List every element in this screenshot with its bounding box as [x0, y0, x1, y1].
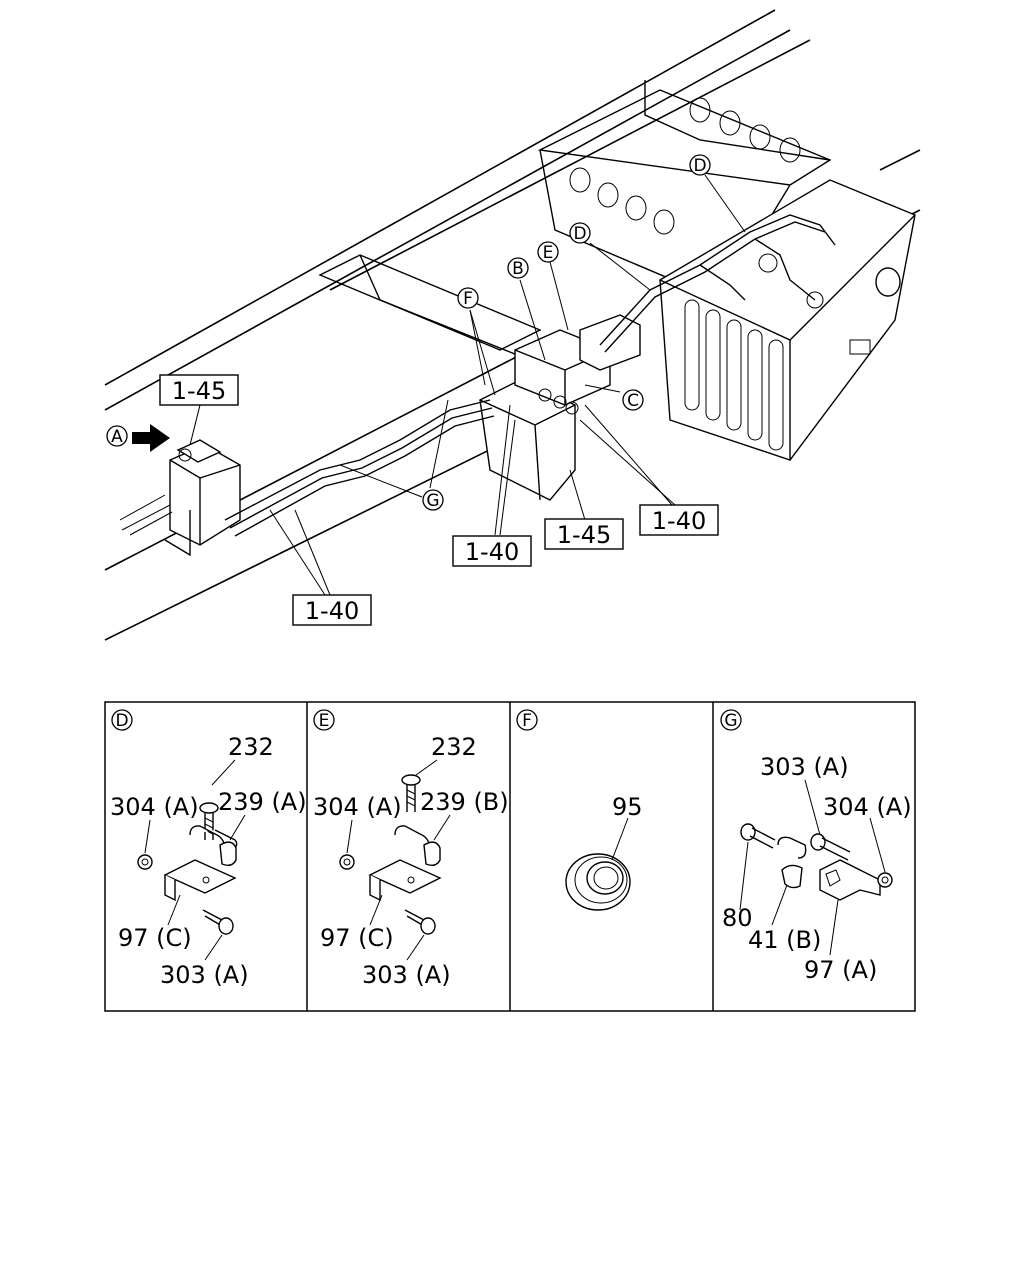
detail-panel-e: E [313, 709, 509, 989]
svg-text:304 (A): 304 (A) [110, 793, 199, 821]
svg-text:97 (A): 97 (A) [804, 956, 877, 984]
svg-text:D: D [115, 711, 128, 731]
bolt-303 [202, 909, 234, 935]
svg-text:97 (C): 97 (C) [118, 924, 192, 952]
bolt-303-e [404, 909, 436, 935]
chassis-view: A B C D D E F G [104, 9, 921, 641]
frame-rails [104, 9, 921, 641]
svg-text:1-40: 1-40 [652, 507, 706, 535]
svg-text:A: A [111, 427, 123, 447]
bolt-232 [199, 802, 219, 840]
svg-text:1-45: 1-45 [557, 521, 611, 549]
svg-text:G: G [724, 711, 737, 731]
section-marker-d2: D [689, 154, 711, 176]
svg-text:B: B [512, 259, 524, 279]
nut-304 [137, 854, 153, 870]
detail-panel-g: G [720, 709, 912, 984]
screw-80 [740, 823, 776, 849]
ref-box-1: 1-45 [159, 374, 239, 406]
bolt-232-e [401, 774, 421, 812]
ref-box-3: 1-40 [452, 535, 532, 567]
svg-text:C: C [627, 391, 639, 411]
ref-box-4: 1-45 [544, 518, 624, 550]
svg-text:232: 232 [228, 733, 274, 761]
svg-text:97 (C): 97 (C) [320, 924, 394, 952]
brake-pipes [224, 214, 836, 537]
svg-text:E: E [543, 243, 554, 263]
svg-text:G: G [426, 491, 439, 511]
svg-text:232: 232 [431, 733, 477, 761]
section-marker-e: E [537, 241, 559, 263]
svg-text:80: 80 [722, 904, 753, 932]
ref-box-2: 1-40 [292, 594, 372, 626]
bracket-97-e [368, 859, 442, 902]
detail-panel-f: F 95 [516, 709, 643, 911]
svg-text:303 (A): 303 (A) [362, 961, 451, 989]
view-arrow-icon [132, 424, 170, 452]
bracket-97 [163, 859, 237, 902]
nut-304-e [339, 854, 355, 870]
section-marker-g: G [422, 489, 444, 511]
svg-text:95: 95 [612, 793, 643, 821]
bolt-303-g [810, 833, 851, 861]
svg-text:41 (B): 41 (B) [748, 926, 821, 954]
svg-text:D: D [573, 224, 586, 244]
section-marker-c: C [622, 389, 644, 411]
clip-41 [777, 836, 807, 889]
svg-text:239 (A): 239 (A) [218, 788, 307, 816]
detail-panels: D [104, 701, 916, 1012]
view-marker-a: A [106, 425, 128, 447]
grommet-95 [565, 853, 631, 911]
svg-text:1-45: 1-45 [172, 377, 226, 405]
svg-text:E: E [319, 711, 330, 731]
ref-box-5: 1-40 [639, 504, 719, 536]
fuel-tank [659, 179, 916, 461]
valve-assembly-center [479, 314, 641, 501]
nut-304-g [877, 872, 893, 888]
valve-assembly-left [119, 439, 241, 557]
bracket-97-g [819, 859, 881, 901]
clip-239 [189, 825, 238, 867]
svg-text:F: F [522, 711, 532, 731]
svg-text:D: D [693, 156, 706, 176]
svg-text:239 (B): 239 (B) [420, 788, 509, 816]
svg-text:303 (A): 303 (A) [160, 961, 249, 989]
svg-text:1-40: 1-40 [465, 538, 519, 566]
section-marker-d1: D [569, 222, 591, 244]
svg-text:304 (A): 304 (A) [313, 793, 402, 821]
detail-panel-d: D [110, 709, 307, 989]
clip-239-e [394, 825, 441, 867]
section-marker-b: B [507, 257, 529, 279]
svg-text:304 (A): 304 (A) [823, 793, 912, 821]
svg-text:F: F [463, 289, 473, 309]
section-marker-f: F [457, 287, 479, 309]
svg-text:303 (A): 303 (A) [760, 753, 849, 781]
svg-text:1-40: 1-40 [305, 597, 359, 625]
leader-lines [189, 174, 746, 596]
